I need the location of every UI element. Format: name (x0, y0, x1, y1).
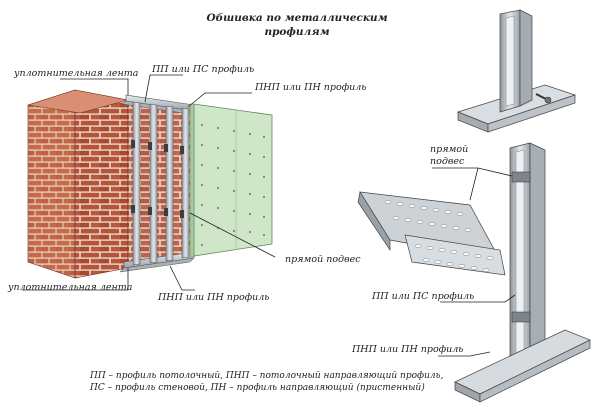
label-seal-tape-top: уплотнительная лента (13, 68, 139, 79)
label-pnp-pn-profile-top: ПНП или ПН профиль (254, 82, 366, 93)
hanger-detail (454, 142, 591, 403)
legend-line2: ПС – профиль стеновой, ПН – профиль напр… (89, 382, 425, 393)
legend-line1: ПП – профиль потолочный, ПНП – потолочны… (89, 371, 443, 381)
diagram-title-line2: профилям (264, 26, 329, 38)
label-pnp-pn-profile-bottom: ПНП или ПН профиль (157, 292, 269, 303)
diagram-title-line1: Обшивка по металлическим (206, 12, 387, 24)
label-direct-hanger-right-line1: прямой (430, 144, 468, 155)
drywall-sheet (189, 103, 273, 259)
direct-hangers (131, 140, 184, 218)
perforated-hangers (357, 191, 506, 276)
leader-lines-right (432, 167, 516, 357)
label-pp-ps-profile-right: ПП или ПС профиль (371, 291, 474, 302)
brick-wall (27, 89, 129, 279)
label-seal-tape-bottom: уплотнительная лента (7, 282, 133, 293)
leader-lines-left (22, 74, 276, 291)
label-direct-hanger-main: прямой подвес (285, 254, 361, 265)
label-pp-ps-profile-top: ПП или ПС профиль (151, 64, 254, 75)
label-direct-hanger-right-line2: подвес (430, 156, 465, 167)
label-pnp-pn-profile-right: ПНП или ПН профиль (351, 344, 463, 355)
stud-in-track-detail (456, 9, 577, 133)
